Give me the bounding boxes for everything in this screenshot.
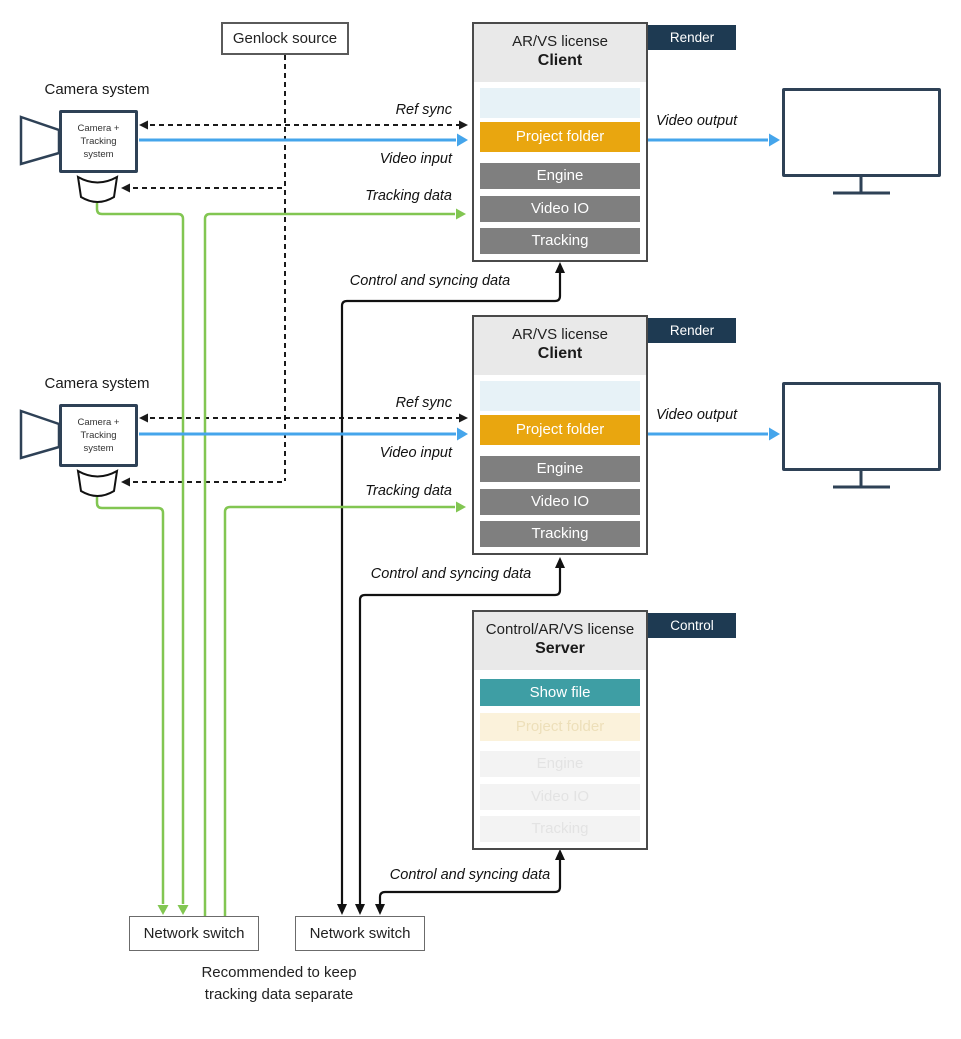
video-io-row: Video IO bbox=[480, 489, 640, 515]
network-switch-1: Network switch bbox=[129, 916, 259, 951]
control-sync-label-2: Control and syncing data bbox=[370, 566, 532, 582]
tracking-sensor-icon bbox=[76, 469, 119, 497]
tracking-data-label-1: Tracking data bbox=[365, 188, 452, 204]
camera-2-label-line: Camera + bbox=[77, 417, 120, 428]
video-output-label-1: Video output bbox=[656, 113, 738, 129]
video-input-label-1: Video input bbox=[379, 151, 452, 167]
network-switch-2-label: Network switch bbox=[309, 925, 411, 942]
monitor-1 bbox=[782, 88, 941, 177]
tracking-line-camera-2 bbox=[95, 497, 165, 904]
tracking-row: Tracking bbox=[480, 521, 640, 547]
show-file-row: Show file bbox=[480, 679, 640, 706]
camera-system-2-title: Camera system bbox=[44, 375, 150, 392]
ref-sync-label-2: Ref sync bbox=[395, 395, 452, 411]
genlock-source-label: Genlock source bbox=[232, 30, 338, 47]
project-folder-row-disabled: Project folder bbox=[480, 713, 640, 741]
engine-row: Engine bbox=[480, 456, 640, 482]
note-line: Recommended to keep bbox=[201, 964, 357, 981]
tracking-data-lines bbox=[95, 203, 455, 916]
genlock-source-box: Genlock source bbox=[221, 22, 349, 55]
camera-1-label-line: Camera + bbox=[77, 123, 120, 134]
engine-row-disabled: Engine bbox=[480, 751, 640, 777]
panel-header: Control/AR/VS license Server bbox=[474, 612, 646, 670]
camera-system-1-title: Camera system bbox=[44, 81, 150, 98]
tracking-data-label-2: Tracking data bbox=[365, 483, 452, 499]
project-folder-row: Project folder bbox=[480, 415, 640, 445]
network-switch-1-label: Network switch bbox=[143, 925, 245, 942]
camera-2-label-line: Tracking bbox=[80, 430, 117, 441]
tracking-sensor-icon bbox=[76, 175, 119, 203]
camera-lens-icon bbox=[19, 409, 61, 460]
role-label: Server bbox=[535, 640, 585, 657]
camera-lens-icon bbox=[19, 115, 61, 166]
network-switch-2: Network switch bbox=[295, 916, 425, 951]
ref-sync-lines bbox=[124, 55, 460, 483]
ref-sync-arrowheads bbox=[121, 120, 468, 487]
video-output-label-2: Video output bbox=[656, 407, 738, 423]
render-tag-1: Render bbox=[648, 25, 736, 50]
control-tag: Control bbox=[648, 613, 736, 638]
server-panel: Control/AR/VS license Server Show file P… bbox=[472, 610, 648, 850]
camera-1-label-line: system bbox=[83, 149, 114, 160]
video-io-row-disabled: Video IO bbox=[480, 784, 640, 810]
camera-2-label-line: system bbox=[83, 443, 114, 454]
blank-row bbox=[480, 381, 640, 411]
role-label: Client bbox=[537, 52, 583, 69]
client-panel-2: AR/VS license Client Project folder Engi… bbox=[472, 315, 648, 555]
video-input-label-2: Video input bbox=[379, 445, 452, 461]
note-line: tracking data separate bbox=[204, 986, 354, 1003]
camera-1-body: Camera + Tracking system bbox=[59, 110, 138, 173]
panel-header: AR/VS license Client bbox=[474, 317, 646, 375]
control-sync-label-3: Control and syncing data bbox=[389, 867, 551, 883]
render-tag-2: Render bbox=[648, 318, 736, 343]
monitor-2 bbox=[782, 382, 941, 471]
video-io-row: Video IO bbox=[480, 196, 640, 222]
client-panel-1: AR/VS license Client Project folder Engi… bbox=[472, 22, 648, 262]
tracking-line-camera-1 bbox=[95, 203, 185, 904]
ref-sync-label-1: Ref sync bbox=[395, 102, 452, 118]
license-label: Control/AR/VS license bbox=[485, 621, 635, 638]
license-label: AR/VS license bbox=[512, 33, 608, 50]
project-folder-row: Project folder bbox=[480, 122, 640, 152]
camera-1-label-line: Tracking bbox=[80, 136, 117, 147]
tracking-data-arrowheads bbox=[157, 208, 466, 915]
blank-row bbox=[480, 88, 640, 118]
engine-row: Engine bbox=[480, 163, 640, 189]
role-label: Client bbox=[537, 345, 583, 362]
license-label: AR/VS license bbox=[512, 326, 608, 343]
panel-header: AR/VS license Client bbox=[474, 24, 646, 82]
control-sync-label-1: Control and syncing data bbox=[349, 273, 511, 289]
tracking-row-disabled: Tracking bbox=[480, 816, 640, 842]
note-text: Recommended to keep tracking data separa… bbox=[168, 962, 390, 1006]
tracking-row: Tracking bbox=[480, 228, 640, 254]
camera-2-body: Camera + Tracking system bbox=[59, 404, 138, 467]
